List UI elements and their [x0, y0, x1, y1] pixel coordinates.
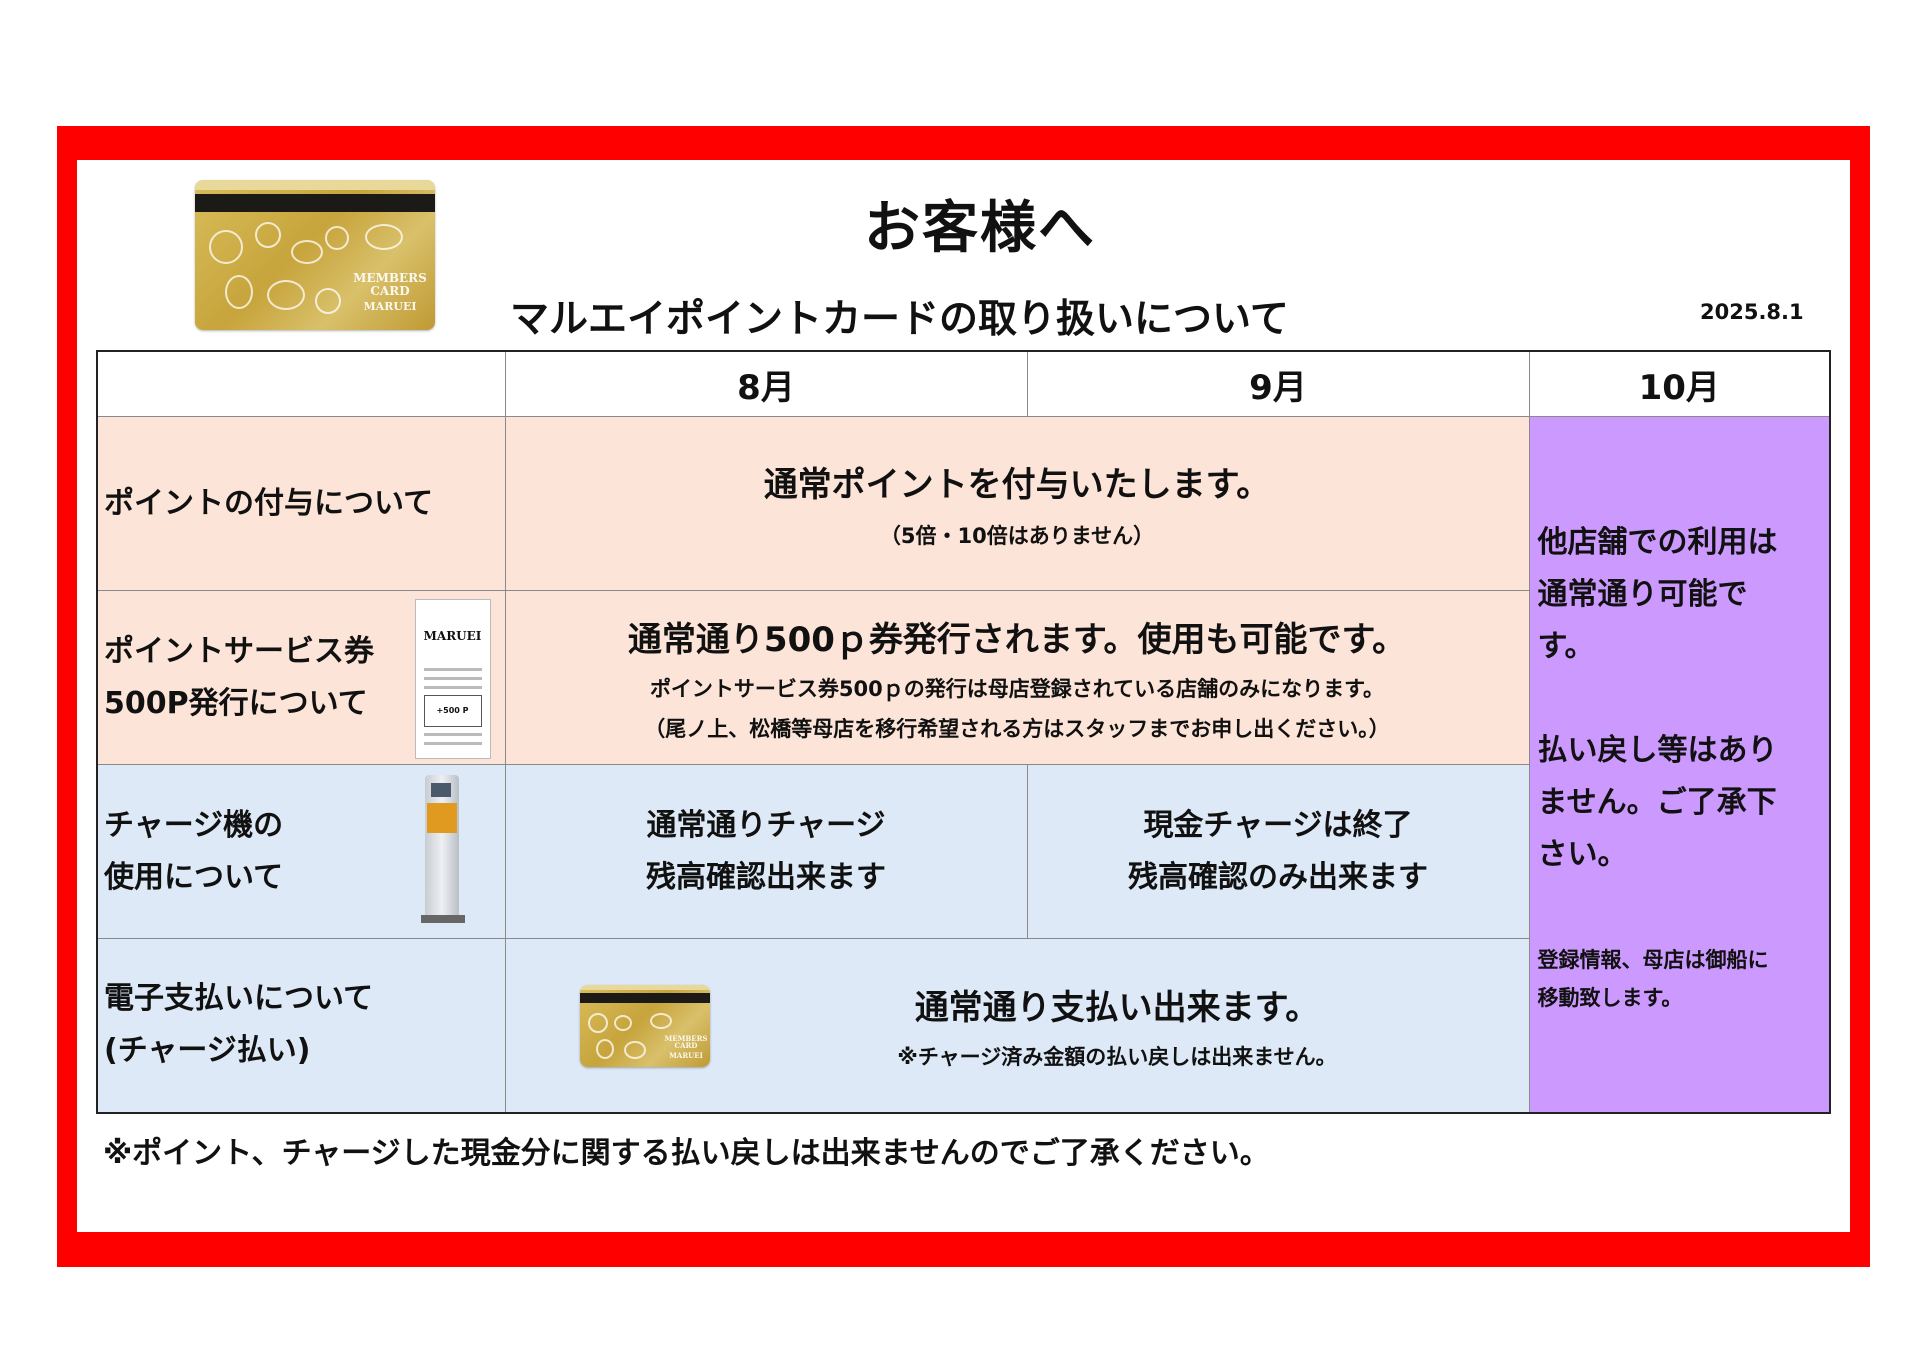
month-aug: 8月: [504, 350, 1028, 417]
card-brand: MARUEI: [669, 1050, 703, 1060]
row-label-line: (チャージ払い): [104, 1033, 311, 1069]
table-row: ポイントサービス券 500P発行について MARUEI +500 P 通常通り5…: [96, 590, 1830, 765]
schedule-table: 8月 9月 10月 ポイントの付与について 通常ポイントを付与いたします。 （5…: [96, 350, 1831, 1114]
service-ticket-sub2: （尾ノ上、松橋等母店を移行希望される方はスタッフまでお申し出ください。）: [644, 717, 1390, 741]
notice-date: 2025.8.1: [1700, 300, 1804, 324]
service-ticket-cell: 通常通り500ｐ券発行されます。使用も可能です。 ポイントサービス券500ｐの発…: [504, 590, 1530, 765]
service-ticket-image: MARUEI +500 P: [414, 599, 491, 759]
page-title: お客様へ: [864, 196, 1096, 261]
october-line: 払い戻し等はあり: [1537, 733, 1778, 768]
header-empty-cell: [96, 350, 506, 417]
epay-main: 通常通り支払い出来ます。: [914, 987, 1320, 1028]
row-label-line: ポイントの付与について: [104, 485, 434, 521]
charger-sep-line: 残高確認のみ出来ます: [1128, 859, 1428, 895]
charger-aug-line: 通常通りチャージ: [646, 807, 886, 843]
card-label-card: CARD: [674, 1041, 698, 1051]
ticket-amount: +500 P: [423, 695, 482, 727]
row-label-line: 使用について: [104, 859, 284, 895]
charge-machine-image: [420, 775, 465, 925]
charger-aug-line: 残高確認出来ます: [646, 859, 886, 895]
october-line: す。: [1537, 629, 1595, 664]
october-line: 通常通り可能で: [1537, 577, 1748, 612]
charger-aug-cell: 通常通りチャージ 残高確認出来ます: [504, 764, 1028, 939]
card-label-card: CARD: [370, 283, 410, 298]
charger-sep-line: 現金チャージは終了: [1143, 807, 1413, 843]
service-ticket-main: 通常通り500ｐ券発行されます。使用も可能です。: [627, 620, 1407, 660]
row-label-service-ticket: ポイントサービス券 500P発行について MARUEI +500 P: [96, 590, 506, 765]
month-oct: 10月: [1528, 350, 1831, 417]
point-grant-sub: （5倍・10倍はありません）: [879, 524, 1155, 548]
card-label-members: MEMBERS: [664, 1034, 708, 1043]
point-grant-cell: 通常ポイントを付与いたします。 （5倍・10倍はありません）: [504, 416, 1530, 591]
october-para1: 他店舗での利用は 通常通り可能で す。: [1538, 517, 1822, 673]
service-ticket-sub1: ポイントサービス券500ｐの発行は母店登録されている店舗のみになります。: [649, 677, 1385, 701]
page-subtitle: マルエイポイントカードの取り扱いについて: [510, 297, 1289, 342]
row-label-line: 電子支払いについて: [104, 981, 374, 1017]
epay-sub: ※チャージ済み金額の払い戻しは出来ません。: [897, 1044, 1337, 1069]
october-cell: 他店舗での利用は 通常通り可能で す。 払い戻し等はあり ません。ご了承下 さい…: [1528, 416, 1831, 1113]
october-line: 他店舗での利用は: [1537, 525, 1778, 560]
members-card-image: MEMBERS CARD MARUEI: [580, 985, 710, 1067]
members-card-image: MEMBERS CARD MARUEI: [195, 180, 435, 330]
october-line: ません。ご了承下: [1537, 785, 1777, 820]
charger-sep-cell: 現金チャージは終了 残高確認のみ出来ます: [1026, 764, 1530, 939]
row-label-line: 500P発行について: [104, 685, 368, 721]
card-label-members: MEMBERS: [353, 271, 427, 285]
epay-cell: 通常通り支払い出来ます。 ※チャージ済み金額の払い戻しは出来ません。: [504, 938, 1530, 1113]
row-label-line: ポイントサービス券: [104, 633, 374, 669]
table-row: 電子支払いについて (チャージ払い) 通常通り支払い出来ます。 ※チャージ済み金…: [96, 938, 1830, 1113]
point-grant-main: 通常ポイントを付与いたします。: [763, 465, 1271, 505]
row-label-point-grant: ポイントの付与について: [96, 416, 506, 591]
row-label-epay: 電子支払いについて (チャージ払い): [96, 938, 506, 1113]
table-row: チャージ機の 使用について 通常通りチャージ 残高確認出来ます 現金チャージは終…: [96, 764, 1830, 939]
row-label-charger: チャージ機の 使用について: [96, 764, 506, 939]
row-label-line: チャージ機の: [104, 807, 284, 843]
october-note: 登録情報、母店は御船に 移動致します。: [1538, 941, 1822, 1017]
footer-note: ※ポイント、チャージした現金分に関する払い戻しは出来ませんのでご了承ください。: [103, 1136, 1270, 1171]
month-sep: 9月: [1026, 350, 1530, 417]
october-para2: 払い戻し等はあり ません。ご了承下 さい。: [1538, 725, 1822, 881]
table-row: ポイントの付与について 通常ポイントを付与いたします。 （5倍・10倍はありませ…: [96, 416, 1831, 1113]
october-line: さい。: [1537, 837, 1628, 872]
october-note-line: 移動致します。: [1537, 986, 1683, 1010]
october-note-line: 登録情報、母店は御船に: [1537, 948, 1769, 972]
card-brand: MARUEI: [363, 300, 417, 314]
month-header-row: 8月 9月 10月: [96, 350, 1831, 417]
ticket-brand: MARUEI: [423, 629, 482, 643]
